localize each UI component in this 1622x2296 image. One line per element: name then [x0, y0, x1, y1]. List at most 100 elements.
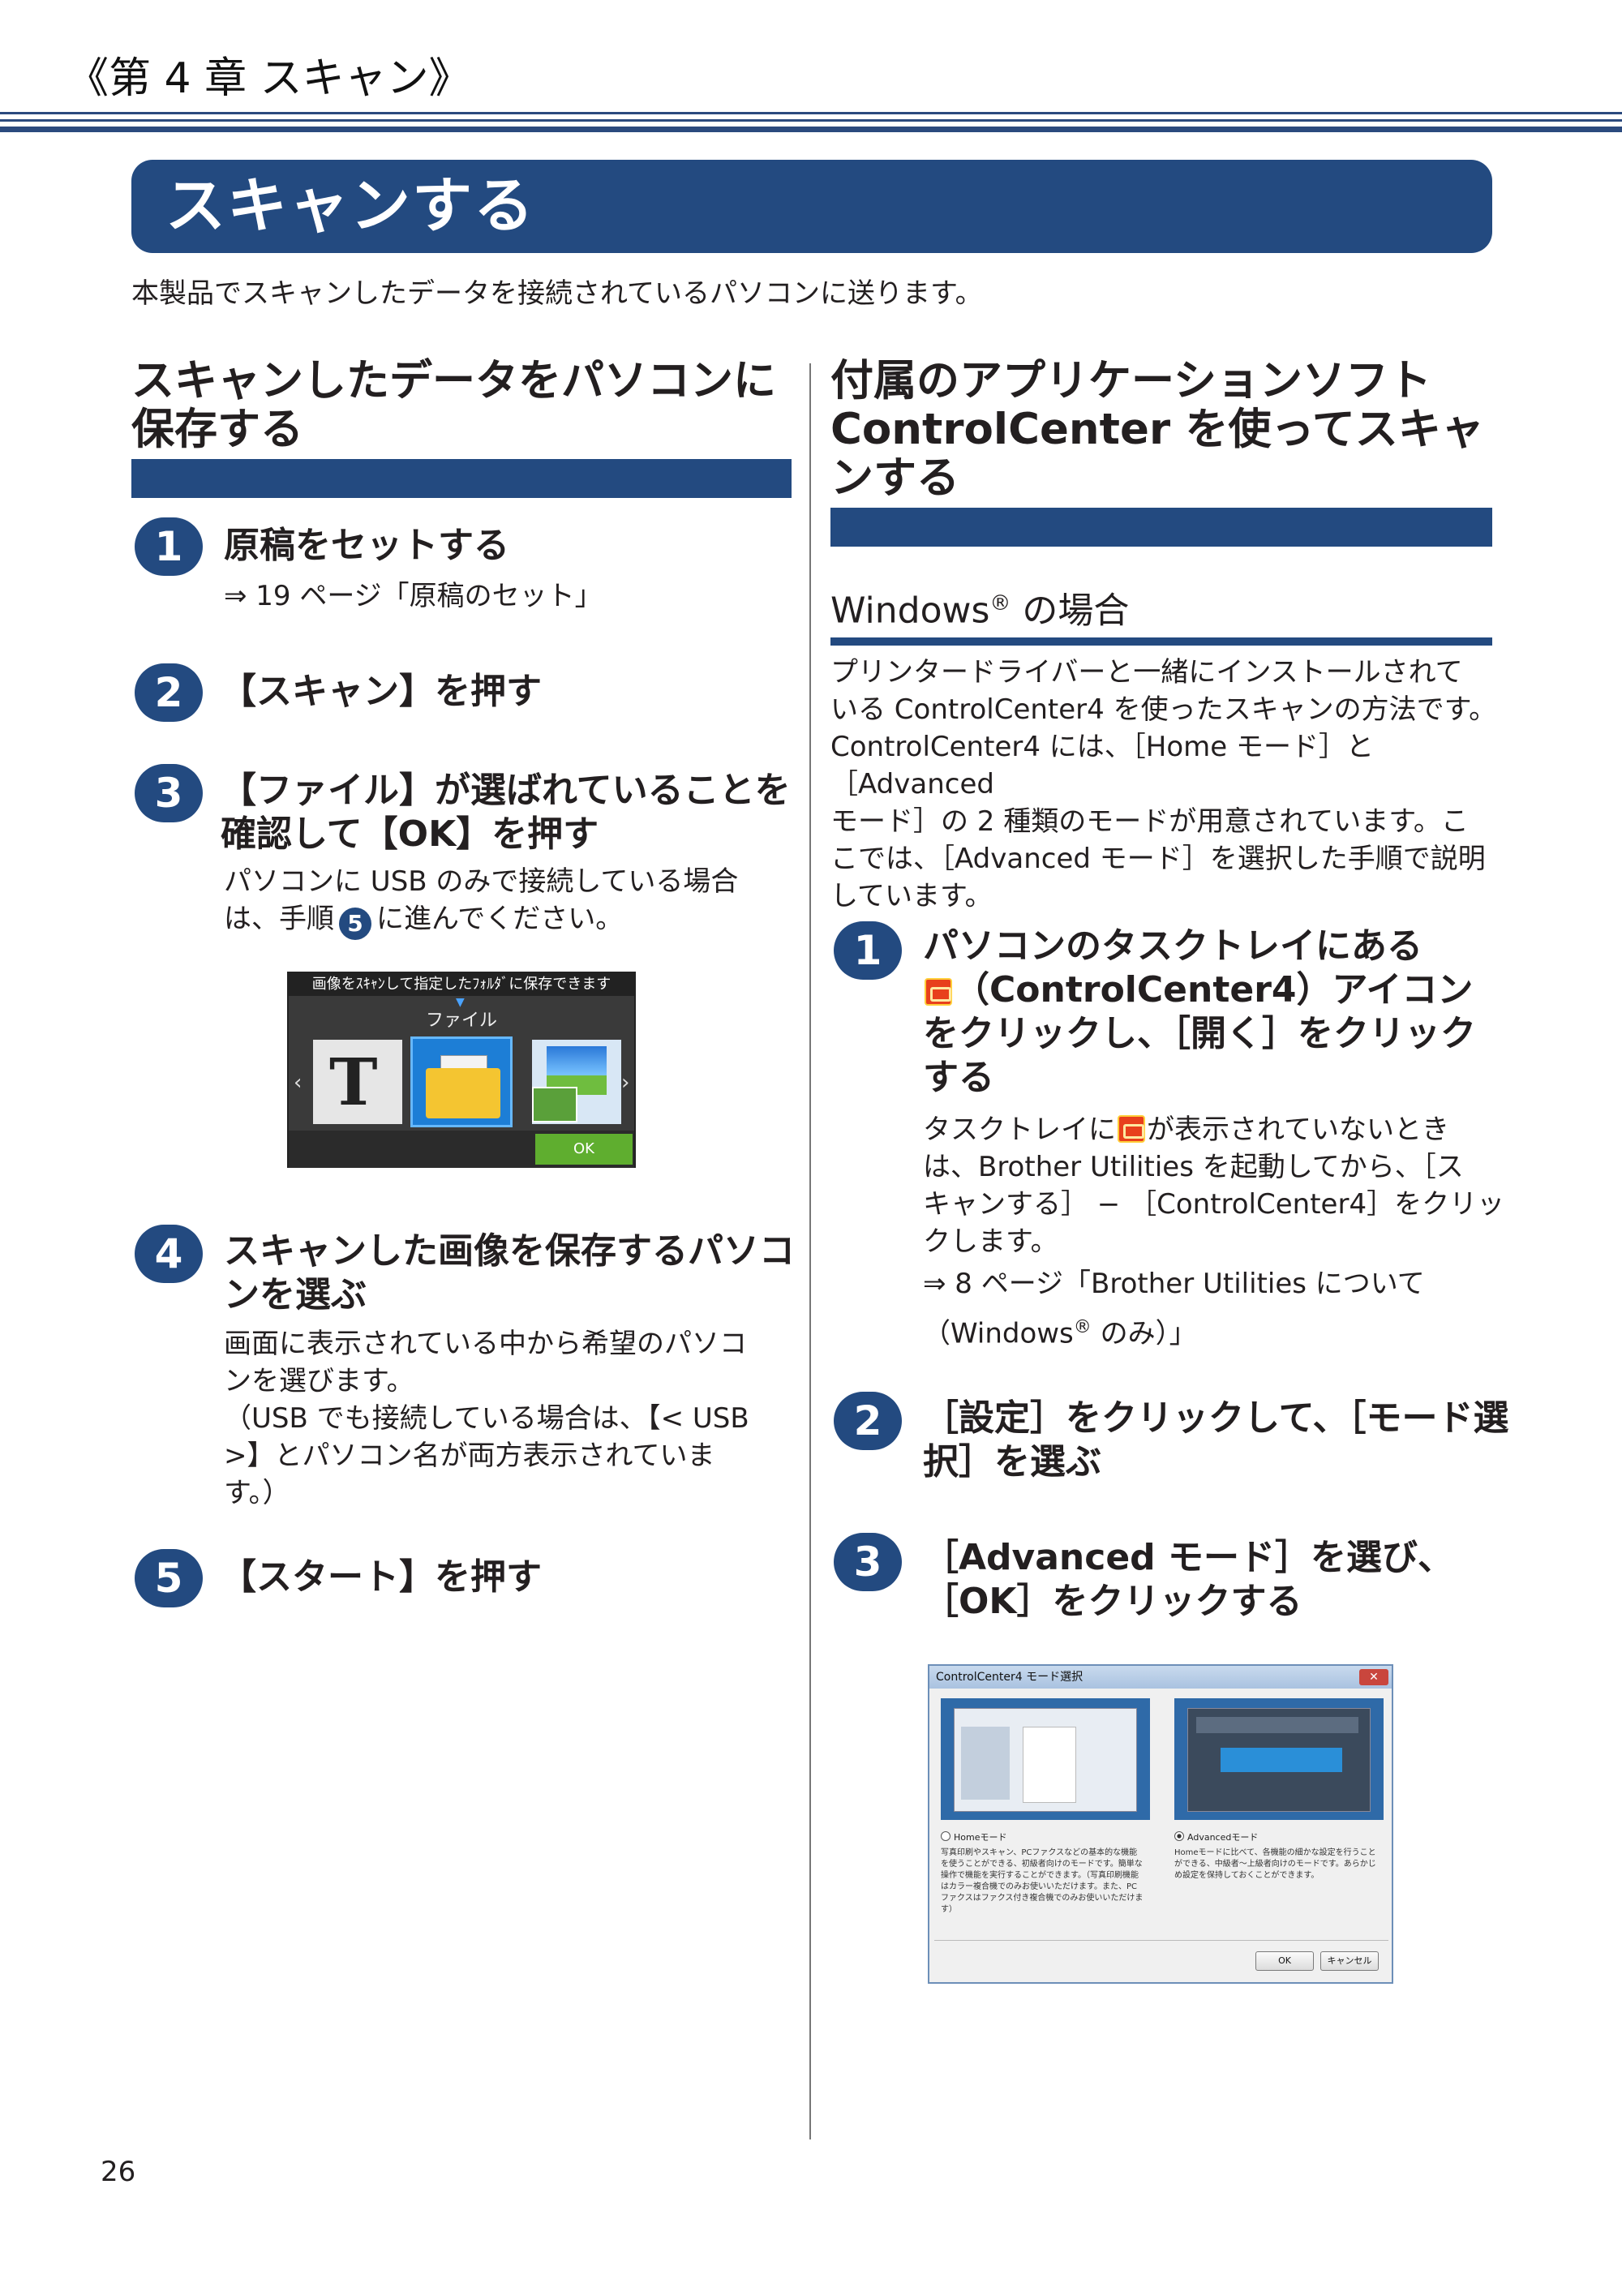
body-line: プリンタードライバーと一緒にインストールされて [830, 656, 1463, 689]
step-number-badge: 2 [834, 1392, 902, 1450]
right-section-band [830, 508, 1492, 547]
left-section-band [131, 459, 792, 498]
body-line: ンを選びます。 [224, 1365, 414, 1397]
page-title: スキャンする [165, 171, 535, 241]
step-title: 【スタート】を押す [221, 1556, 542, 1598]
home-mode-radio[interactable]: Homeモード [941, 1831, 1006, 1844]
body-line: 画面に表示されている中から希望のパソコ [224, 1328, 747, 1360]
step-number-badge: 1 [834, 921, 902, 980]
step-reference: （Windows® のみ）」 [923, 1309, 1504, 1352]
step-reference: ⇒ 8 ページ「Brother Utilities について [923, 1268, 1425, 1300]
lcd-next-icon[interactable]: › [621, 1071, 630, 1095]
body-text: タスクトレイに [923, 1114, 1116, 1146]
registered-mark: ® [1073, 1317, 1092, 1337]
page-number: 26 [101, 2156, 136, 2188]
chapter-header: 《第 4 章 スキャン》 [67, 54, 471, 103]
lcd-screenshot: 画像をｽｷｬﾝして指定したﾌｫﾙﾀﾞに保存できます ▼ ファイル ‹ T › O… [287, 972, 636, 1168]
header-rule [0, 127, 1622, 132]
step-title-line: 【ファイル】が選ばれていることを [221, 770, 791, 811]
step-number-badge: 1 [135, 517, 203, 576]
close-icon[interactable]: ✕ [1359, 1669, 1388, 1685]
body-line: （USB でも接続している場合は、【< USB [224, 1402, 749, 1435]
heading-line: 付属のアプリケーションソフト [830, 356, 1431, 406]
body-line: ControlCenter4 には、［Home モード］と［Advanced [830, 731, 1374, 800]
step-title-line: する [923, 1057, 994, 1098]
page-intro: 本製品でスキャンしたデータを接続されているパソコンに送ります。 [131, 277, 983, 310]
step-title-line: をクリックし、［開く］をクリック [923, 1013, 1476, 1054]
subheading-text: Windows [830, 590, 990, 632]
lcd-bottom-bar: OK [289, 1131, 634, 1168]
heading-line: ンする [830, 453, 959, 503]
cancel-button[interactable]: キャンセル [1320, 1951, 1379, 1971]
heading-line: スキャンしたデータをパソコンに [131, 356, 776, 406]
step-title-line: 択］を選ぶ [923, 1441, 1101, 1483]
lcd-prev-icon[interactable]: ‹ [294, 1071, 303, 1095]
text-document-icon[interactable]: T [313, 1040, 402, 1124]
step-title-text: （ControlCenter4）アイコン [954, 969, 1474, 1011]
step-title-line: ［OK］をクリックする [923, 1581, 1302, 1622]
subheading-text: の場合 [1011, 590, 1130, 632]
step-title: ［Advanced モード］を選び、 ［OK］をクリックする [923, 1536, 1453, 1624]
controlcenter4-icon [1118, 1115, 1145, 1143]
page-title-bar: スキャンする [131, 160, 1492, 253]
body-line: は、Brother Utilities を起動してから、［ス [923, 1151, 1464, 1183]
step-number-badge: 4 [135, 1225, 203, 1283]
lcd-ok-button[interactable]: OK [535, 1134, 633, 1165]
step-title-line: ［設定］をクリックして、［モード選 [923, 1397, 1509, 1439]
lcd-pointer-icon: ▼ [456, 996, 465, 1009]
advanced-mode-preview[interactable] [1174, 1698, 1384, 1820]
body-line: す。） [224, 1477, 290, 1509]
lcd-hint-text: 画像をｽｷｬﾝして指定したﾌｫﾙﾀﾞに保存できます [289, 973, 634, 996]
body-line: モード］の 2 種類のモードが用意されています。こ [830, 805, 1469, 838]
ok-button[interactable]: OK [1255, 1951, 1314, 1971]
step-number-badge: 3 [135, 764, 203, 822]
heading-line: ControlCenter を使ってスキャ [830, 405, 1484, 454]
step-title: スキャンした画像を保存するパソコ ンを選ぶ [224, 1230, 795, 1317]
step-title-line: ンを選ぶ [224, 1274, 367, 1315]
step-title-line: ［Advanced モード］を選び、 [923, 1537, 1453, 1578]
home-mode-preview[interactable] [941, 1698, 1150, 1820]
step-title-line: スキャンした画像を保存するパソコ [224, 1230, 795, 1272]
step-title: 【スキャン】を押す [221, 671, 542, 712]
registered-mark: ® [989, 591, 1011, 616]
body-text: に進んでください。 [376, 903, 624, 935]
left-section-heading: スキャンしたデータをパソコンに 保存する [131, 357, 805, 454]
step-number-badge: 5 [135, 1549, 203, 1607]
step-title: ［設定］をクリックして、［モード選 択］を選ぶ [923, 1397, 1508, 1484]
mode-select-dialog: ControlCenter4 モード選択 ✕ Homeモード Advancedモ… [928, 1664, 1393, 1984]
body-line: クします。 [923, 1225, 1058, 1258]
home-mode-description: 写真印刷やスキャン、PCファクスなどの基本的な機能を使うことができる、初級者向け… [941, 1848, 1144, 1914]
step-title: パソコンのタスクトレイにある （ControlCenter4）アイコン をクリッ… [923, 925, 1476, 1100]
column-divider [809, 363, 811, 2139]
right-section-heading: 付属のアプリケーションソフト ControlCenter を使ってスキャ ンする [830, 357, 1504, 503]
subheading-rule [830, 637, 1492, 646]
step-body: 画面に表示されている中から希望のパソコ ンを選びます。 （USB でも接続してい… [224, 1325, 749, 1512]
advanced-mode-radio[interactable]: Advancedモード [1174, 1831, 1258, 1844]
step-title: 原稿をセットする [224, 525, 509, 566]
body-text: が表示されていないとき [1147, 1114, 1449, 1146]
step-title-line: （ControlCenter4）アイコン [923, 968, 1476, 1012]
step-number-badge: 3 [834, 1533, 902, 1591]
body-line: キャンする］ − ［ControlCenter4］をクリッ [923, 1188, 1505, 1221]
dialog-title: ControlCenter4 モード選択 [929, 1666, 1392, 1689]
photo-icon[interactable] [532, 1040, 621, 1124]
body-text: （Windows [923, 1317, 1074, 1350]
header-rule [0, 119, 1622, 122]
step-title: 【ファイル】が選ばれていることを 確認して【OK】を押す [221, 769, 791, 856]
step-body: タスクトレイにが表示されていないとき は、Brother Utilities を… [923, 1111, 1504, 1352]
step-title-line: 確認して【OK】を押す [221, 813, 599, 855]
body-line: しています。 [830, 880, 993, 912]
step-reference: ⇒ 19 ページ「原稿のセット」 [224, 580, 603, 612]
step-ref-badge: 5 [339, 908, 371, 940]
body-line: こでは、［Advanced モード］を選択した手順で説明 [830, 843, 1486, 875]
controlcenter4-icon [925, 978, 952, 1006]
step-number-badge: 2 [135, 663, 203, 722]
body-line: パソコンに USB のみで接続している場合 [224, 865, 739, 898]
body-text: は、手順 [224, 903, 334, 935]
right-intro: プリンタードライバーと一緒にインストールされて いる ControlCenter… [830, 654, 1504, 915]
heading-line: 保存する [131, 405, 303, 454]
folder-icon[interactable] [410, 1036, 513, 1127]
lcd-selected-name: ファイル [425, 1011, 497, 1031]
